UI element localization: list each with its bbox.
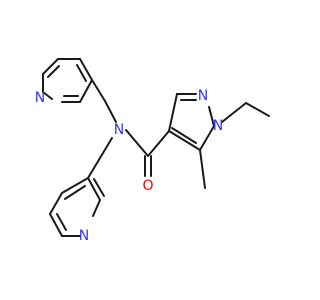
bond (76, 64, 87, 82)
atom-n-amide: N (114, 122, 124, 138)
bond (221, 102, 247, 123)
bond (47, 65, 60, 78)
atom-n-pyridine-top: N (35, 90, 45, 106)
atom-o-carbonyl: O (142, 178, 153, 194)
bond (56, 213, 67, 231)
bond (199, 149, 206, 189)
bond (42, 58, 59, 75)
bond (49, 213, 63, 237)
bond (42, 91, 53, 100)
bond (171, 127, 197, 144)
bond (99, 137, 113, 159)
bond (87, 157, 101, 179)
bond (168, 93, 178, 132)
bond (208, 106, 215, 127)
bond (92, 199, 101, 217)
bonds (42, 58, 270, 237)
bond (104, 100, 117, 123)
structure-canvas: N N N O N N (35, 58, 270, 244)
atom-labels: N N N O N N (35, 88, 223, 244)
bond (61, 177, 89, 194)
bond (125, 129, 149, 157)
bond (147, 130, 170, 157)
bond (199, 125, 215, 151)
bond (245, 102, 270, 117)
bond (168, 130, 201, 151)
bond (49, 192, 63, 215)
bond (91, 79, 106, 102)
atom-n-pyridine-bottom: N (79, 228, 89, 244)
atom-n-pyrazole-1: N (213, 118, 223, 134)
atom-n-pyrazole-2: N (198, 88, 208, 104)
bond (93, 178, 105, 197)
molecule-diagram: N N N O N N (35, 58, 270, 244)
bond (79, 58, 93, 81)
bond (79, 79, 93, 103)
bond (87, 177, 101, 201)
bond (64, 185, 86, 200)
